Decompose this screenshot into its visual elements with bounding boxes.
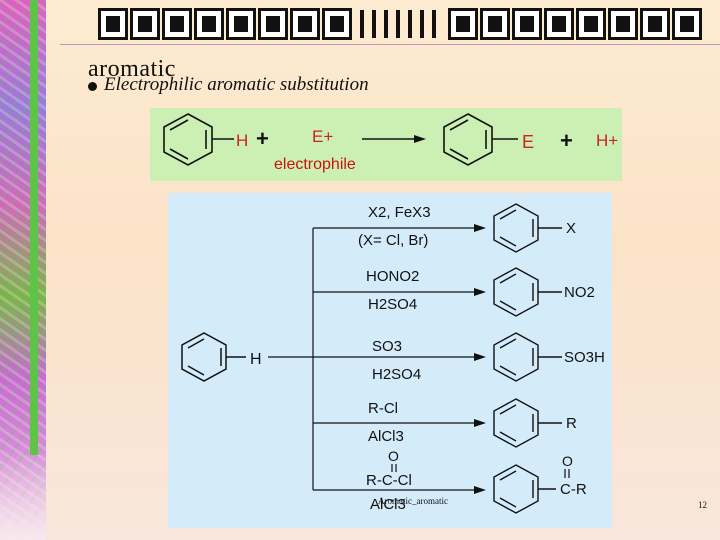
plus-sign-1: + (256, 126, 269, 151)
reagent-bottom-2: H2SO4 (368, 296, 417, 313)
reagent-top-4: R-Cl (368, 400, 398, 417)
garbled-title (60, 2, 720, 44)
reaction-row-alkylation: R-Cl AlCl3 R (313, 398, 577, 448)
page-number: 12 (698, 500, 707, 510)
reaction-row-sulfonation: SO3 H2SO4 SO3H (372, 332, 605, 383)
reactant-h: H (236, 131, 248, 150)
start-h: H (250, 351, 262, 368)
electrophile-symbol: E+ (312, 127, 333, 146)
general-equation-diagram: H + E+ electrophile E + H+ (163, 113, 618, 173)
general-equation-panel: H + E+ electrophile E + H+ (150, 108, 622, 181)
footer-text: Aromatic_aromatic (378, 496, 448, 506)
product-1: X (566, 220, 576, 237)
benzene-ring-reactant (163, 113, 234, 166)
reagent-bottom-3: H2SO4 (372, 366, 421, 383)
proton: H+ (596, 131, 618, 150)
green-strip (30, 0, 38, 455)
product-3: SO3H (564, 349, 605, 366)
sidebar-fade (0, 450, 46, 540)
product-5: C-R (560, 481, 587, 498)
acyl-reagent-o: O (388, 448, 399, 464)
decorative-sidebar (0, 0, 46, 540)
product-4: R (566, 415, 577, 432)
bullet (88, 82, 97, 91)
plus-sign-2: + (560, 128, 573, 153)
reactions-panel: H X2, FeX3 (X= Cl, Br) X HONO2 H2SO4 (168, 193, 612, 528)
product-e: E (522, 132, 534, 152)
aromatic-word: aromatic (88, 56, 176, 82)
reaction-arrow (362, 135, 426, 143)
product-carbonyl-o: O (562, 453, 573, 469)
benzene-ring-start (181, 332, 246, 382)
reagent-top-3: SO3 (372, 338, 402, 355)
reactions-diagram: H X2, FeX3 (X= Cl, Br) X HONO2 H2SO4 (181, 203, 605, 514)
reagent-top-1: X2, FeX3 (368, 204, 431, 221)
reaction-row-nitration: HONO2 H2SO4 NO2 (313, 267, 595, 317)
reaction-row-halogenation: X2, FeX3 (X= Cl, Br) X (313, 203, 576, 253)
reagent-bottom-4: AlCl3 (368, 428, 404, 445)
reagent-bottom-5: AlCl3 (370, 496, 406, 513)
electrophile-label: electrophile (274, 156, 356, 173)
benzene-ring-product (443, 113, 518, 166)
reagent-top-2: HONO2 (366, 268, 419, 285)
product-2: NO2 (564, 284, 595, 301)
main-arrowhead (474, 353, 486, 361)
reaction-row-acylation: O R-C-Cl AlCl3 O C-R (313, 448, 587, 514)
heading-text: Electrophilic aromatic substitution (104, 74, 369, 95)
reagent-bottom-1: (X= Cl, Br) (358, 232, 428, 249)
reagent-top-5: R-C-Cl (366, 472, 412, 489)
slide-heading: Electrophilic aromatic substitution (90, 74, 369, 96)
title-underline (60, 44, 720, 45)
